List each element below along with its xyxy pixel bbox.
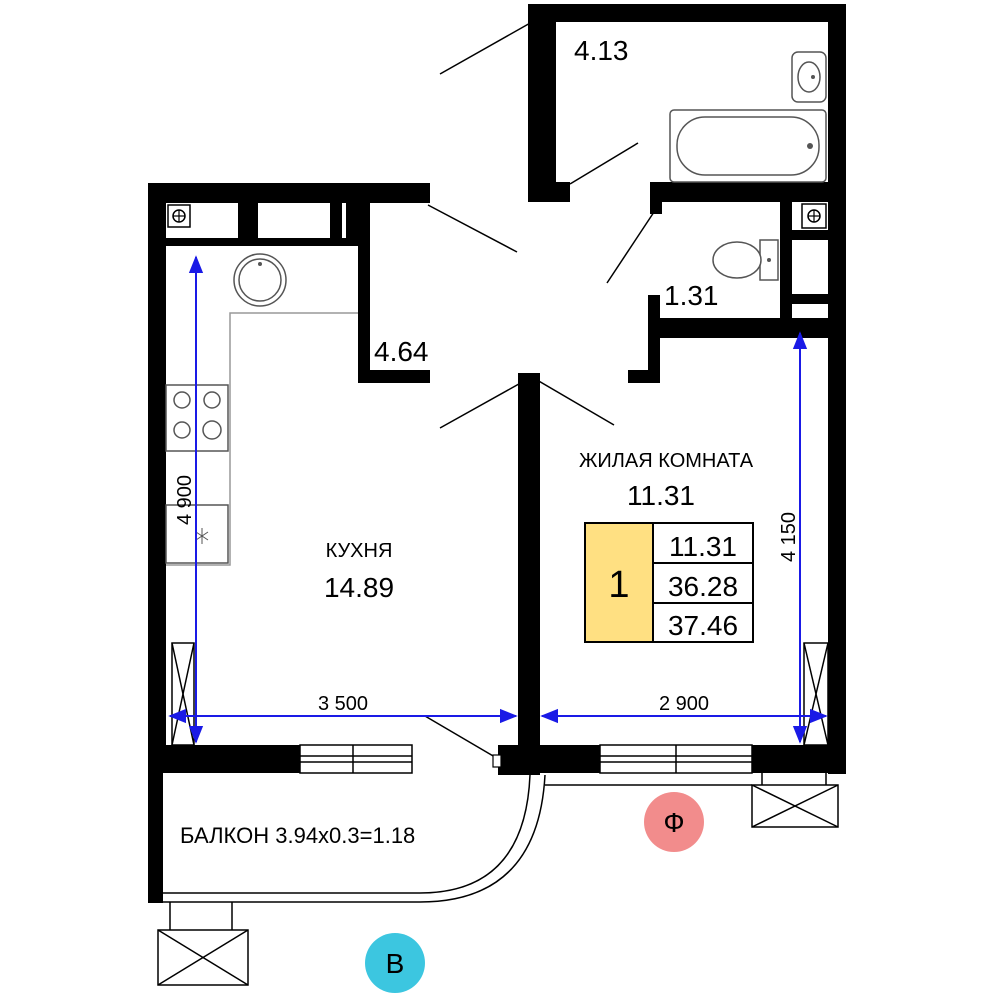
room-labels: 4.13 1.31 4.64 КУХНЯ 14.89 ЖИЛАЯ КОМНАТА… <box>180 35 754 848</box>
summary-room-count-cell <box>584 522 654 643</box>
wall-wc-door-jamb <box>650 182 662 214</box>
dimension-labels: 3 500 2 900 4 900 4 150 <box>174 475 800 715</box>
walls <box>148 4 846 903</box>
wall-living-bottom <box>752 745 846 773</box>
dim-kitchen-width: 3 500 <box>318 693 368 715</box>
wall-hall-bottom <box>358 370 430 383</box>
summary-living-area: 11.31 <box>669 531 737 562</box>
kitchen-name: КУХНЯ <box>326 540 393 562</box>
wall-partition-base <box>498 745 540 775</box>
wall-wc-top <box>650 182 830 202</box>
bathroom-fixtures <box>669 51 827 281</box>
wall-wc-bottom <box>648 318 830 338</box>
windows <box>299 744 753 774</box>
dim-living-depth: 4 150 <box>778 512 800 562</box>
area-summary-table: 1 11.31 36.28 37.46 <box>584 522 754 643</box>
door-lines <box>424 21 655 768</box>
balcony-label: БАЛКОН 3.94х0.3=1.18 <box>180 823 415 848</box>
wall-partition <box>518 373 540 773</box>
wall-living-bottom-left <box>540 745 600 773</box>
wall-balcony-left <box>148 773 163 903</box>
wall-bath-left <box>528 4 556 184</box>
living-room-name: ЖИЛАЯ КОМНАТА <box>579 450 754 472</box>
balcony-structure <box>157 773 839 986</box>
side-marker: В <box>386 948 405 979</box>
dim-living-width: 2 900 <box>659 693 709 715</box>
summary-room-count: 1 <box>608 564 629 606</box>
dim-kitchen-depth: 4 900 <box>174 475 196 525</box>
wc-area: 1.31 <box>664 280 719 311</box>
wall-kitchen-left <box>148 183 166 773</box>
facade-marker: Ф <box>663 807 684 838</box>
wall-bath-stub <box>528 182 570 202</box>
wall-hall-left <box>358 200 370 383</box>
bathroom-area: 4.13 <box>574 35 629 66</box>
dimension-lines <box>168 255 828 744</box>
facade-marker-circle <box>644 792 704 852</box>
orientation-markers: Ф В <box>365 792 704 993</box>
wall-bath-top <box>528 4 846 22</box>
wall-wc-left <box>648 295 660 383</box>
wall-kitchen-top <box>148 183 430 203</box>
radiators <box>171 642 829 746</box>
living-room-area: 11.31 <box>627 480 695 511</box>
kitchen-area: 14.89 <box>324 572 394 603</box>
summary-total-with-balcony: 37.46 <box>668 610 738 641</box>
side-marker-circle <box>365 933 425 993</box>
wall-living-stub <box>628 370 660 383</box>
summary-total-area: 36.28 <box>668 571 738 602</box>
hall-area: 4.64 <box>374 336 429 367</box>
shafts <box>166 202 830 322</box>
wall-right <box>828 4 846 774</box>
